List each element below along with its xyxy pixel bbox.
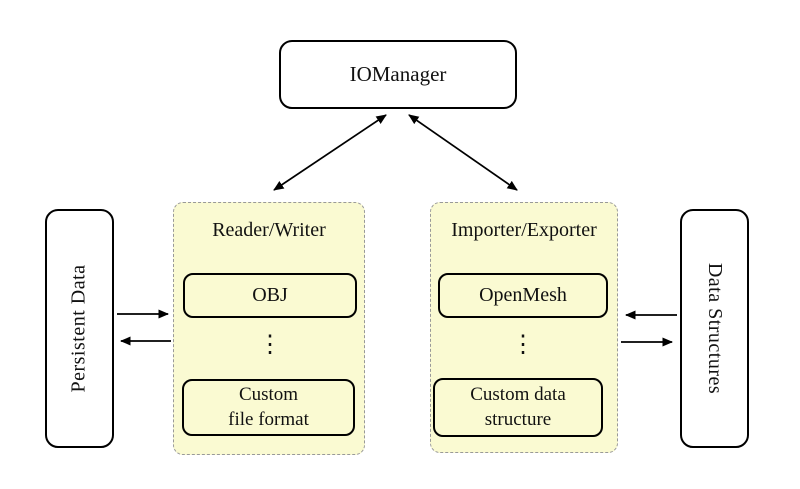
custom-file-format-line1: Custom xyxy=(238,384,299,406)
custom-data-structure-node: Custom data structure xyxy=(433,378,603,437)
io-manager-label: IOManager xyxy=(349,62,447,86)
obj-label: OBJ xyxy=(252,284,288,306)
custom-data-structure-line1: Custom data xyxy=(470,384,566,406)
arrow-iomanager-readerwriter xyxy=(273,114,387,191)
persistent-data-node: Persistent Data xyxy=(45,209,114,448)
data-structures-node: Data Structures xyxy=(680,209,749,448)
openmesh-node: OpenMesh xyxy=(438,273,608,318)
importer-exporter-title: Importer/Exporter xyxy=(451,219,597,241)
arrow-iomanager-importerexporter xyxy=(408,114,518,191)
data-structures-label: Data Structures xyxy=(704,262,727,395)
reader-writer-title: Reader/Writer xyxy=(212,219,326,241)
openmesh-label: OpenMesh xyxy=(479,284,567,306)
custom-file-format-node: Custom file format xyxy=(182,379,355,436)
persistent-data-label: Persistent Data xyxy=(68,264,90,393)
io-manager-node: IOManager xyxy=(279,40,517,109)
custom-data-structure-line2: structure xyxy=(484,408,552,430)
custom-file-format-line2: file format xyxy=(228,408,309,430)
obj-node: OBJ xyxy=(183,273,357,318)
reader-writer-ellipsis: ⋮ xyxy=(258,332,282,358)
importer-exporter-ellipsis: ⋮ xyxy=(511,332,535,358)
